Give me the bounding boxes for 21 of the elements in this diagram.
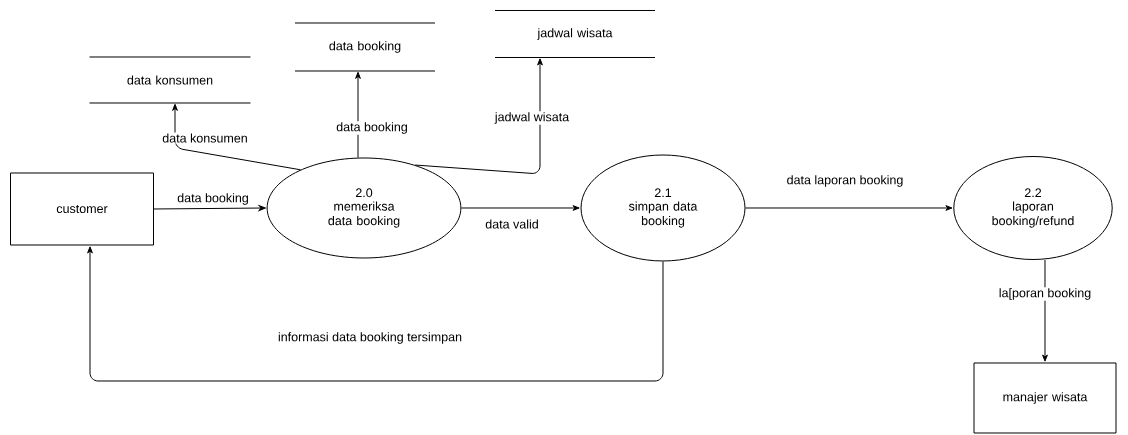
- arrow: [745, 205, 953, 211]
- edge-label: data valid: [485, 219, 538, 229]
- arrow: [172, 103, 301, 171]
- arrow: [153, 205, 266, 211]
- edge-label: data laporan booking: [787, 175, 903, 187]
- edge-label: la[poran booking: [999, 288, 1091, 300]
- edge-label: data booking: [336, 122, 407, 134]
- edge-label: data booking: [177, 193, 248, 205]
- data-store: data konsumen: [89, 56, 251, 104]
- arrow: [1042, 259, 1048, 362]
- entity-box: customer: [10, 172, 154, 246]
- data-store: data booking: [294, 22, 436, 72]
- edge-label: jadwal wisata: [494, 112, 570, 124]
- arrow: [87, 246, 664, 382]
- arrow: [355, 71, 361, 158]
- arrow: [460, 205, 580, 211]
- entity-box: manajer wisata: [973, 362, 1117, 434]
- edge-label: informasi data booking tersimpan: [278, 332, 462, 344]
- arrow: [414, 58, 543, 174]
- edge-label: data konsumen: [162, 133, 247, 143]
- data-store: jadwal wisata: [494, 10, 656, 58]
